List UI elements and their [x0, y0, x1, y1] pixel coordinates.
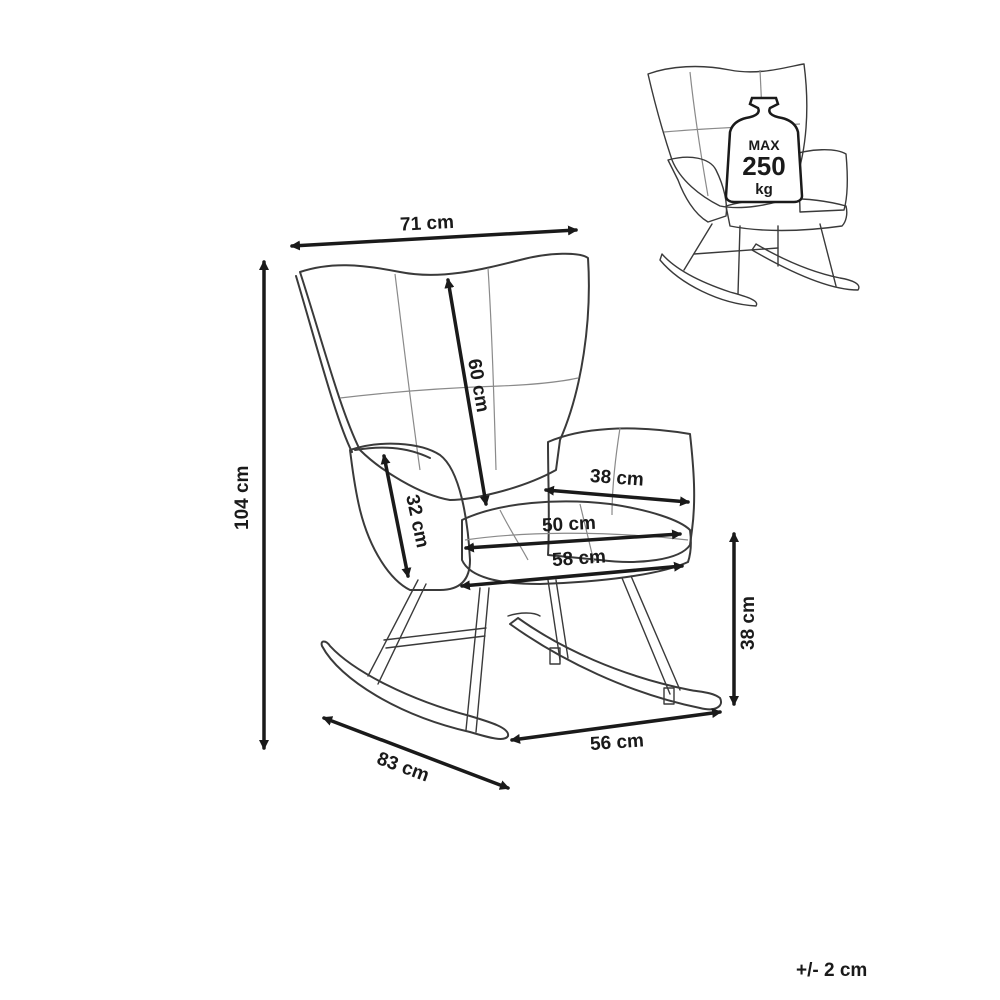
weight-icon: MAX 250 kg — [724, 96, 804, 204]
max-load-value: 250 — [742, 151, 785, 181]
backrest-dimension-line — [444, 278, 490, 506]
armrest-height-dimension-line — [380, 454, 412, 578]
max-load-unit: kg — [755, 181, 773, 198]
max-load-prefix: MAX — [748, 137, 780, 153]
seat-depth-label: 50 cm — [542, 513, 597, 537]
width-dimension-line — [290, 225, 578, 251]
seat-depth-dimension-line — [464, 529, 682, 553]
base-width-dimension-line — [510, 708, 722, 744]
width-label: 71 cm — [400, 212, 455, 236]
seat-width-dimension-line — [460, 561, 684, 591]
seat-width-label: 58 cm — [551, 546, 606, 571]
tolerance-note: +/- 2 cm — [796, 960, 868, 981]
chair-drawing — [295, 252, 722, 740]
depth-dimension-line — [322, 716, 510, 790]
max-load-illustration: MAX 250 kg — [647, 63, 860, 307]
armrest-height-label: 32 cm — [401, 493, 433, 550]
armrest-depth-dimension-line — [544, 485, 690, 507]
base-width-label: 56 cm — [589, 730, 644, 755]
seat-height-label: 38 cm — [738, 596, 759, 650]
height-label: 104 cm — [232, 466, 253, 530]
dimension-lines — [259, 225, 739, 790]
dimension-labels: 71 cm 104 cm 60 cm 38 cm 32 cm 50 cm 58 … — [232, 212, 759, 787]
armrest-depth-label: 38 cm — [589, 466, 644, 491]
